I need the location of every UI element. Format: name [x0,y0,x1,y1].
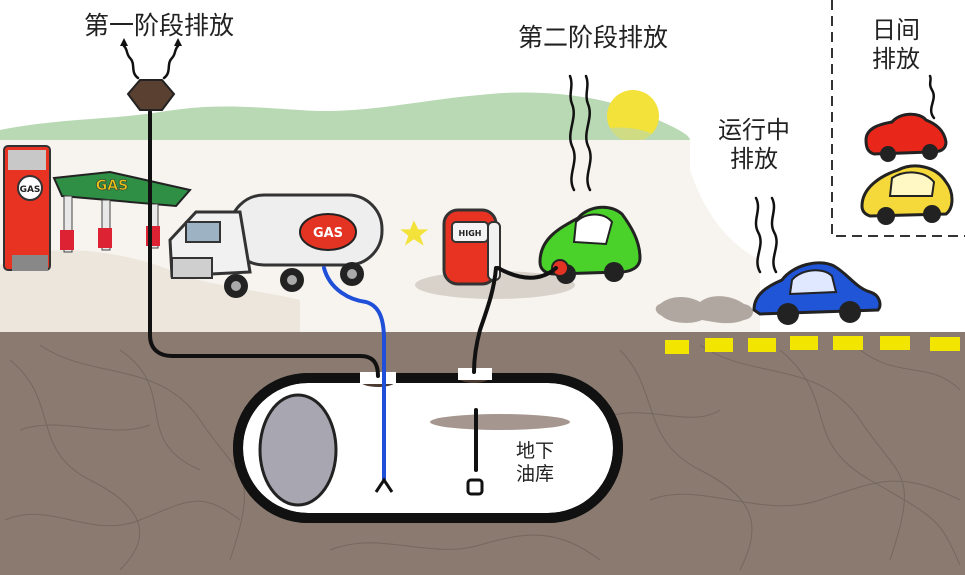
stage1-emission-label: 第一阶段排放 [84,11,235,40]
running-emission-line1: 运行中 [718,116,790,144]
tank-end-cap [258,393,338,507]
station-canopy [52,170,192,208]
blue-car [752,261,882,325]
stage2-emission-label: 第二阶段排放 [518,23,669,52]
underground-tank-line1: 地下 [516,440,555,462]
road-dashes [665,336,960,354]
fuel-pump [400,208,501,286]
running-emission-label: 运行中 排放 [708,116,800,174]
exhaust-cloud [655,296,753,324]
vent-cap [126,79,176,111]
running-emission-line2: 排放 [730,144,778,173]
canopy-text: GAS [96,178,128,194]
vapor-pipes [148,110,558,472]
diurnal-box [831,0,965,237]
diurnal-emission-line1: 日间 [872,16,920,44]
underground-tank-line2: 油库 [516,462,555,485]
ground-texture [4,344,961,571]
red-car [864,112,948,162]
station-sign-text: GAS [20,185,41,195]
hills [0,92,690,140]
vapor-wisps [122,44,936,274]
green-car [538,205,642,284]
gas-station [3,145,192,271]
diurnal-emission-line2: 排放 [872,44,920,73]
pump-display-text: HIGH [459,229,482,238]
fuel-pipe [322,266,386,482]
underground-tank [233,368,623,523]
underground-tank-label: 地下 油库 [516,440,554,486]
yellow-car [860,164,954,225]
diurnal-emission-label: 日间 排放 [858,16,934,74]
tanker-text: GAS [313,226,343,241]
tanker-truck [168,193,384,298]
